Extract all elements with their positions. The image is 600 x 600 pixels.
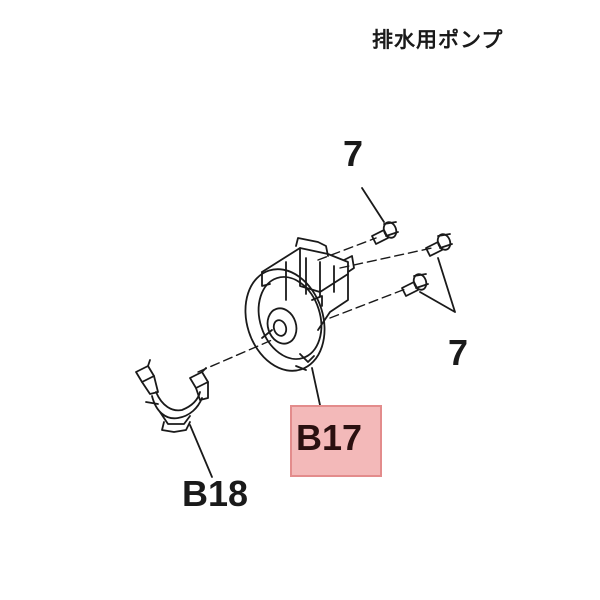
leader-line-pump bbox=[311, 367, 321, 406]
leader-line-harness bbox=[189, 424, 213, 478]
callout-harness: B18 bbox=[182, 473, 249, 514]
assembly-line-3 bbox=[329, 287, 409, 319]
callout-screw-side: 7 bbox=[448, 332, 469, 373]
callout-screw-top: 7 bbox=[343, 133, 364, 174]
assembly-line-2 bbox=[339, 247, 433, 269]
wire-harness bbox=[135, 359, 209, 433]
callout-pump: B17 bbox=[296, 417, 363, 458]
diagram-title: 排水用ポンプ bbox=[372, 28, 504, 52]
screw-icon-top bbox=[371, 221, 399, 245]
assembly-line-1 bbox=[317, 237, 377, 261]
screw-icon-right-upper bbox=[425, 233, 453, 257]
leader-line-screw-top bbox=[361, 187, 385, 223]
callout-highlight-box bbox=[290, 405, 382, 477]
assembly-line-4 bbox=[197, 339, 273, 373]
leader-line-screw-side bbox=[419, 257, 456, 313]
screw-icon-right-lower bbox=[401, 273, 429, 297]
pump-body bbox=[244, 237, 355, 372]
